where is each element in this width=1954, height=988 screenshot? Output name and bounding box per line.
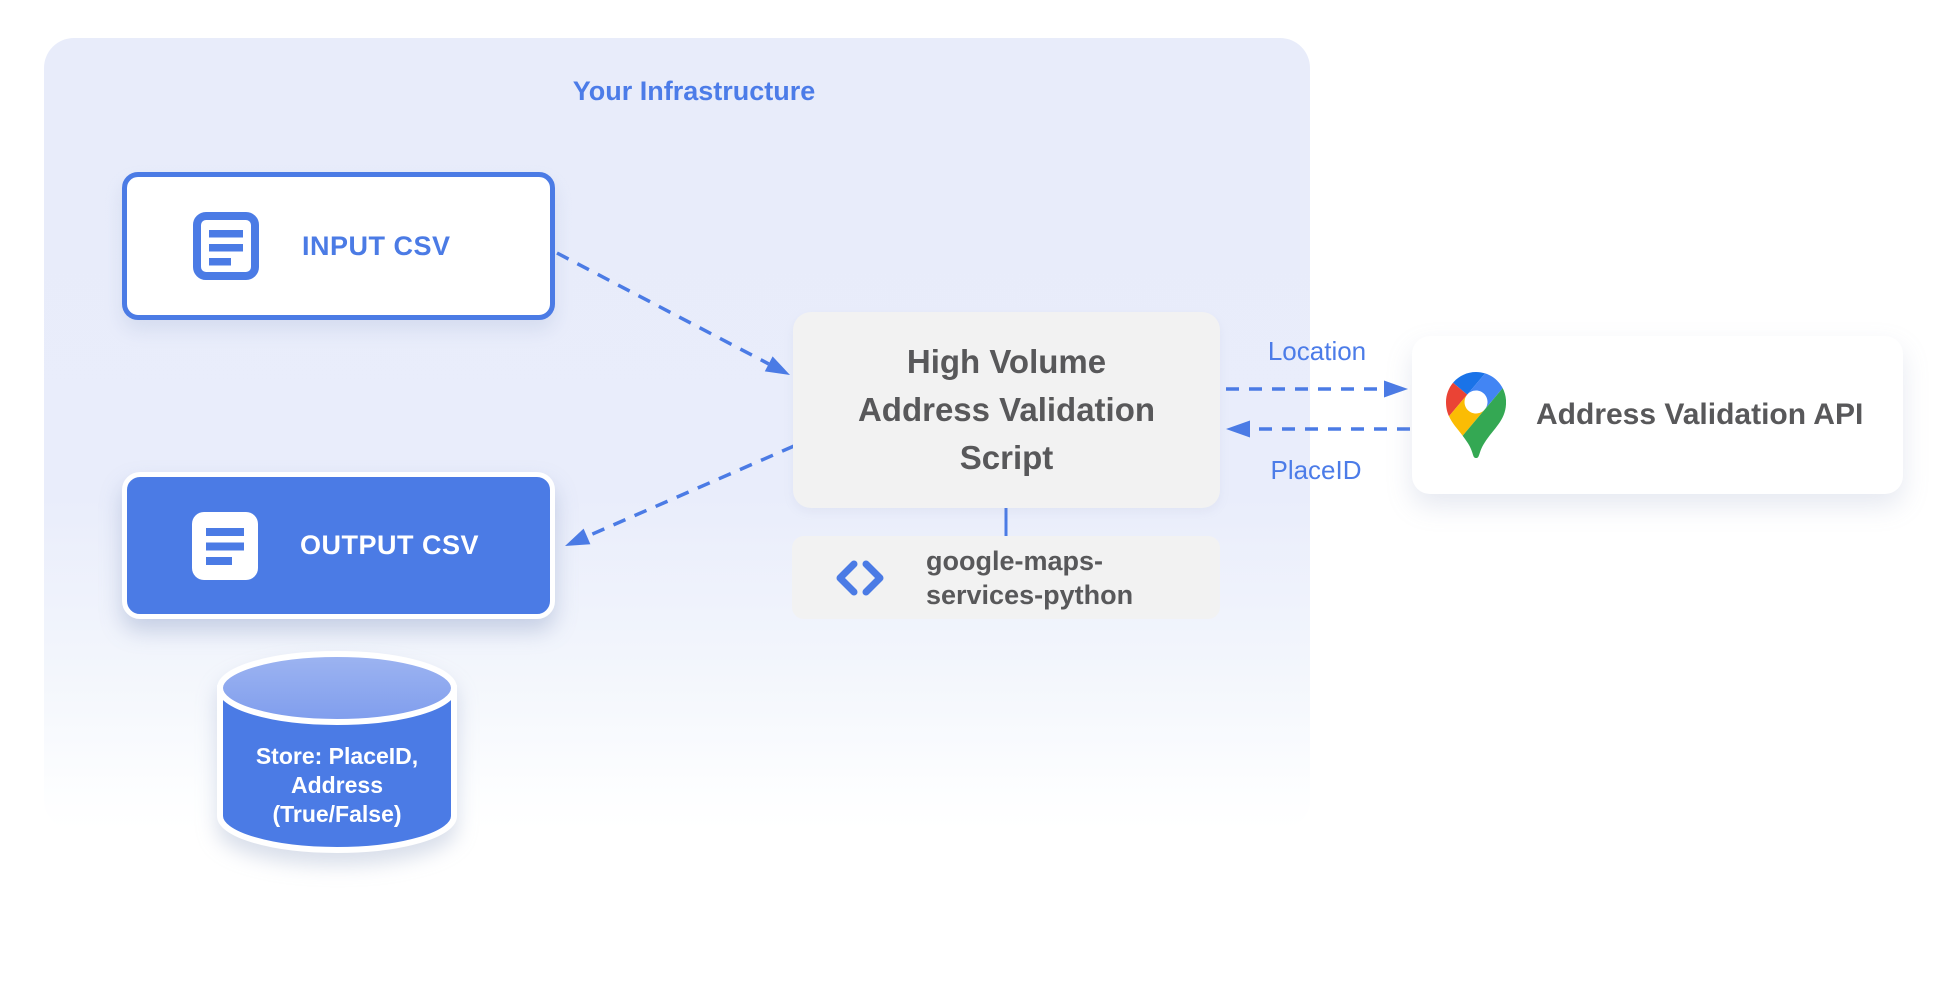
datastore-label: Address xyxy=(290,772,384,798)
api-node: Address Validation API xyxy=(1412,336,1903,494)
panel-title: Your Infrastructure xyxy=(572,76,816,106)
datastore-label: Store: PlaceID, xyxy=(255,743,419,769)
script-label: Script xyxy=(959,439,1054,476)
script-label: Address Validation xyxy=(857,391,1156,428)
library-node: google-maps- services-python xyxy=(792,536,1220,619)
script-label: High Volume xyxy=(906,343,1107,380)
library-label: services-python xyxy=(926,579,1134,610)
script-node: High Volume Address Validation Script xyxy=(793,312,1220,508)
document-icon xyxy=(193,212,259,280)
datastore-cylinder: Store: PlaceID, Address (True/False) xyxy=(214,644,460,884)
google-maps-pin-icon xyxy=(1446,372,1506,458)
input-csv-label: INPUT CSV xyxy=(302,230,451,261)
code-icon xyxy=(836,560,884,595)
edge-label-location: Location xyxy=(1267,336,1367,366)
datastore-label: (True/False) xyxy=(272,801,402,827)
input-csv-node: INPUT CSV xyxy=(122,172,555,320)
output-csv-label: OUTPUT CSV xyxy=(300,530,480,560)
document-icon xyxy=(192,511,258,580)
database-cylinder-icon xyxy=(217,651,457,853)
library-label: google-maps- xyxy=(926,545,1104,576)
output-csv-node: OUTPUT CSV xyxy=(122,472,555,619)
api-label: Address Validation API xyxy=(1536,398,1864,431)
edge-label-placeid: PlaceID xyxy=(1270,455,1362,485)
